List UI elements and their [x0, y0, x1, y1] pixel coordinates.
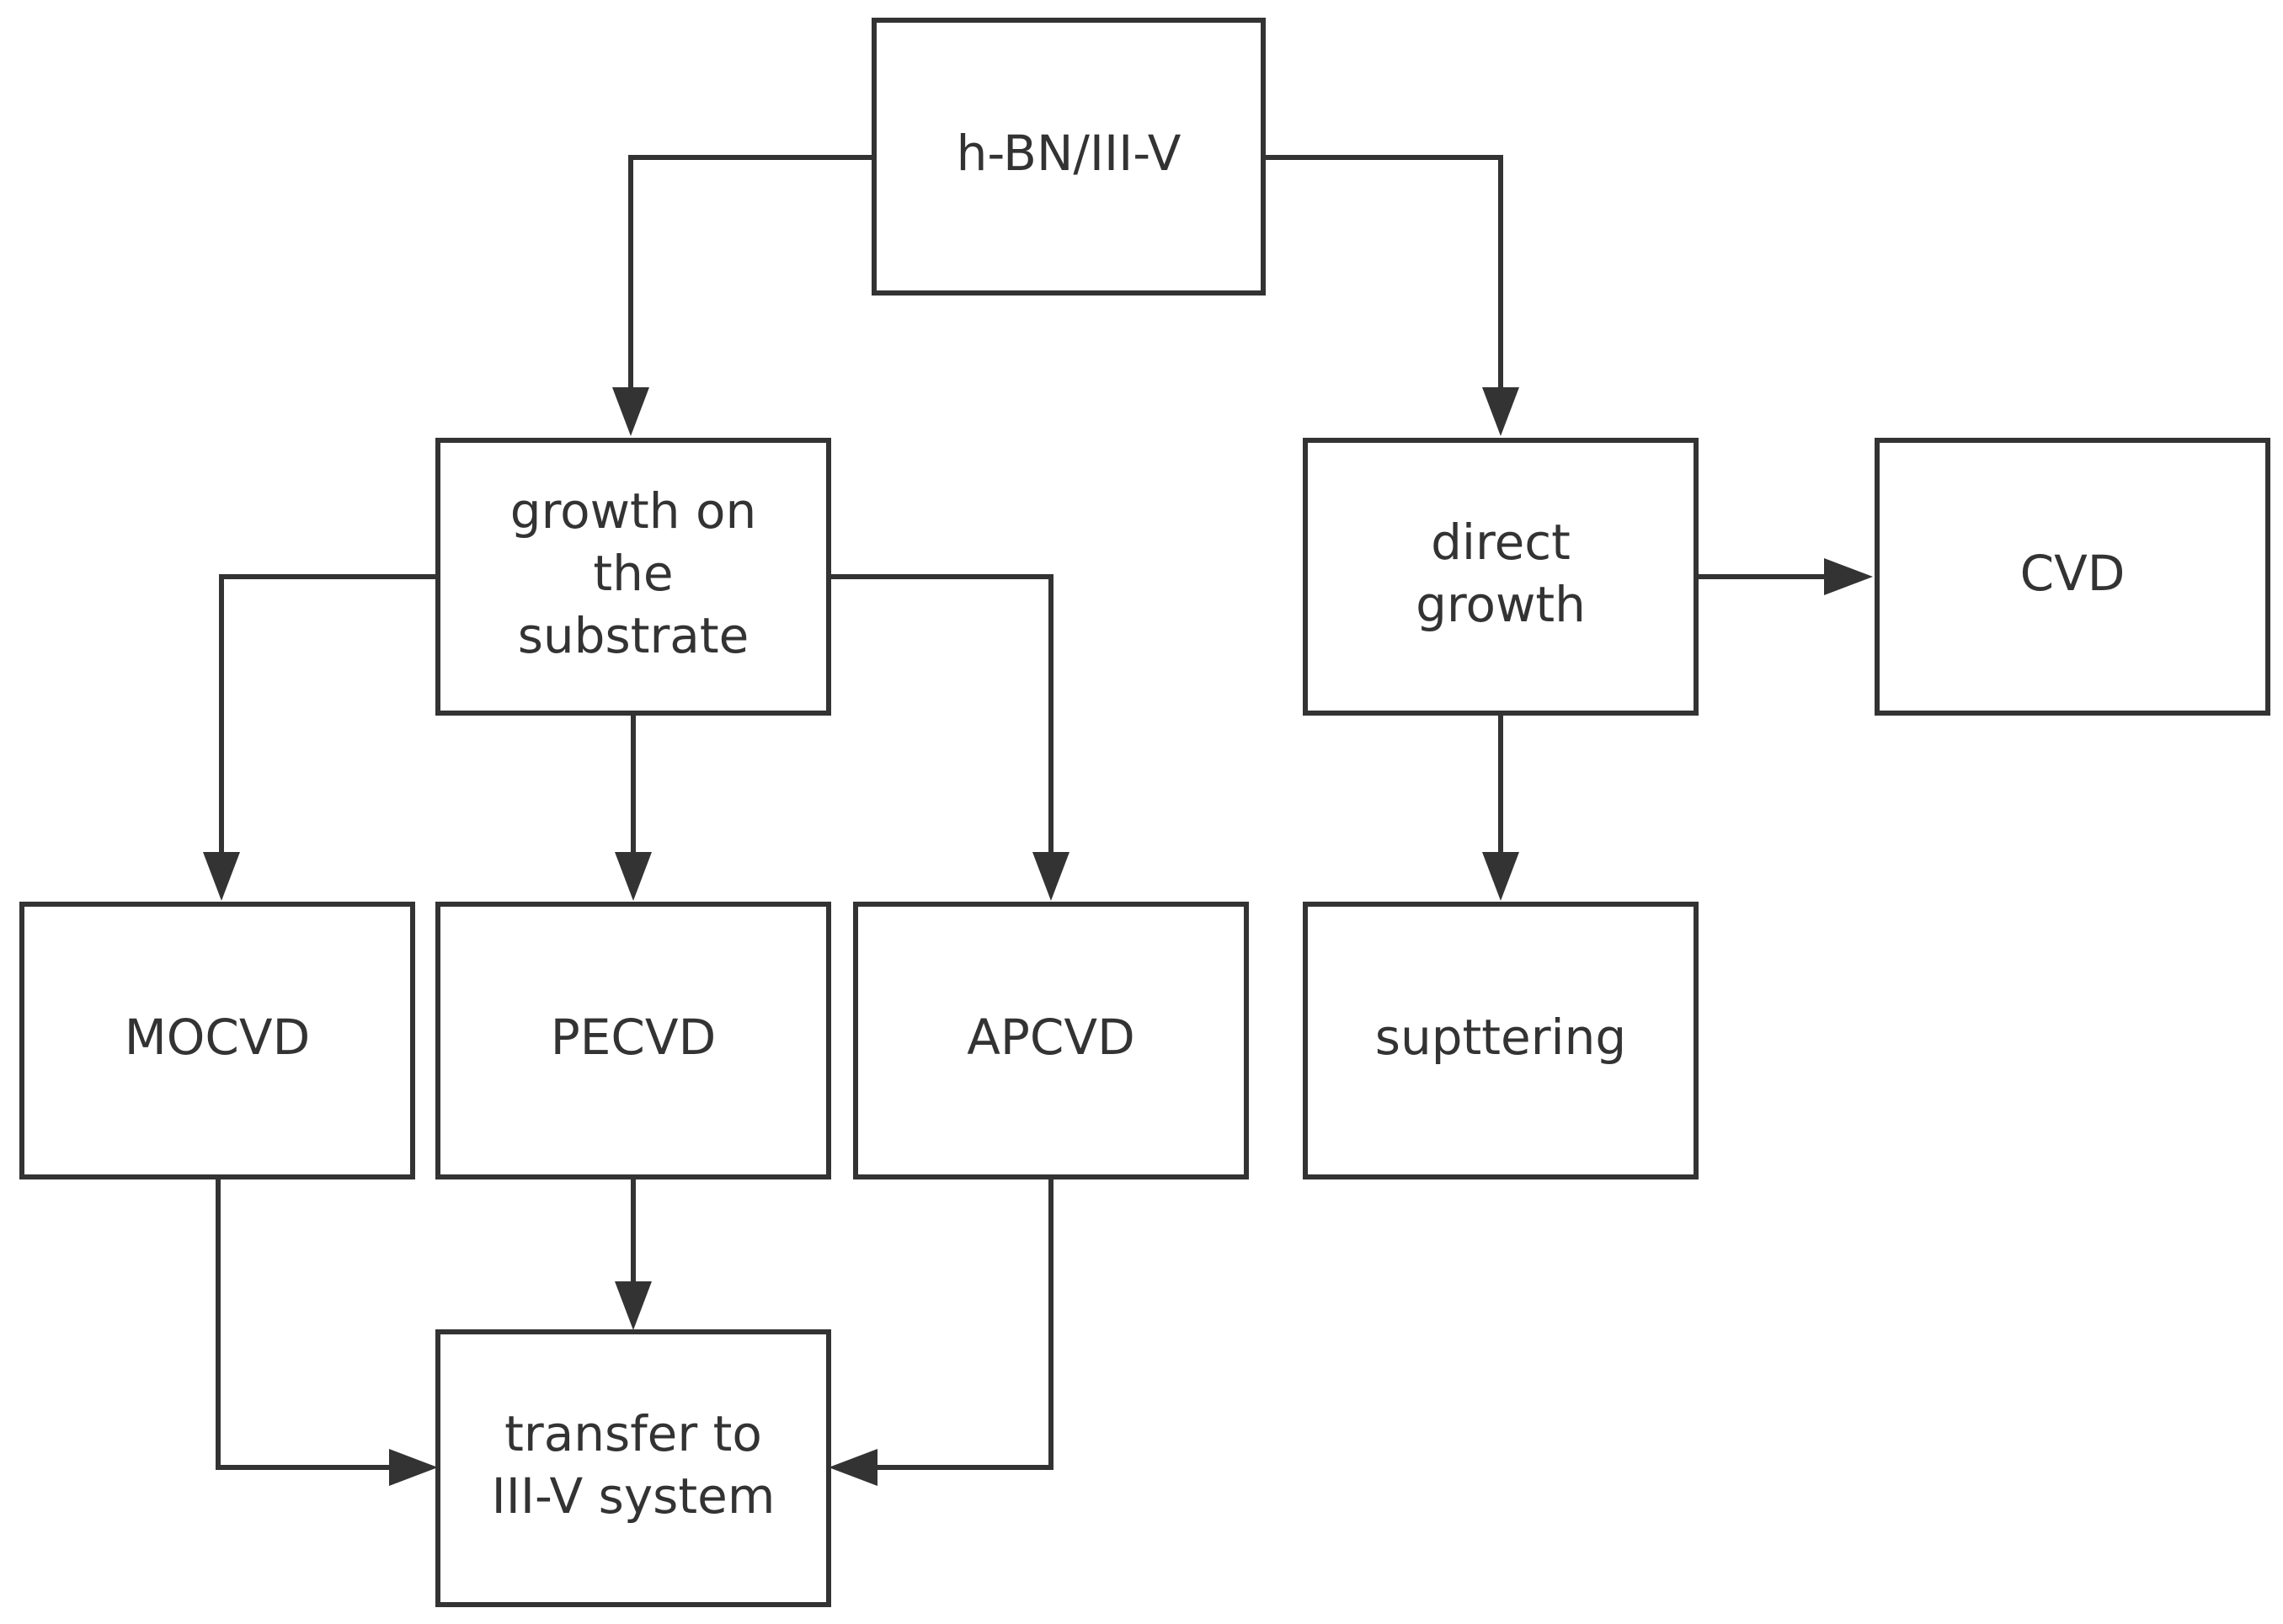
- label-line: direct: [1431, 514, 1571, 571]
- arrowhead-transfer-top: [615, 1281, 652, 1330]
- label-line: growth: [1416, 576, 1586, 633]
- node-cvd: CVD: [1875, 438, 2270, 716]
- arrowhead-cvd: [1824, 558, 1873, 595]
- node-root-label: h-BN/III-V: [957, 125, 1182, 182]
- label-line: substrate: [518, 607, 749, 664]
- edge-apcvd-to-transfer: [877, 1177, 1053, 1470]
- arrowhead-mocvd: [203, 852, 240, 901]
- arrowhead-growth-substrate: [612, 387, 649, 436]
- label-line: MOCVD: [125, 1009, 311, 1066]
- label-line: APCVD: [967, 1009, 1135, 1066]
- edge-growth-substrate-to-apcvd: [829, 574, 1053, 852]
- node-mocvd: MOCVD: [19, 902, 415, 1179]
- node-cvd-label: CVD: [2020, 545, 2126, 602]
- edge-mocvd-to-transfer: [216, 1177, 389, 1470]
- node-mocvd-label: MOCVD: [125, 1009, 311, 1066]
- edge-growth-substrate-to-mocvd: [219, 574, 438, 852]
- arrowhead-apcvd: [1032, 852, 1069, 901]
- label-line: transfer to: [504, 1405, 762, 1462]
- node-root: h-BN/III-V: [872, 18, 1266, 296]
- label-line: PECVD: [551, 1009, 716, 1066]
- arrowhead-pecvd: [615, 852, 652, 901]
- arrowhead-sputtering: [1482, 852, 1519, 901]
- edge-root-to-direct-growth: [1263, 155, 1503, 387]
- arrowhead-direct-growth: [1482, 387, 1519, 436]
- label-line: III-V system: [492, 1467, 776, 1525]
- edges: [203, 155, 1873, 1486]
- arrowhead-transfer-right: [829, 1449, 877, 1486]
- arrowhead-transfer-left: [389, 1449, 438, 1486]
- label-line: h-BN/III-V: [957, 125, 1182, 182]
- node-apcvd-label: APCVD: [967, 1009, 1135, 1066]
- label-line: the: [593, 545, 673, 602]
- label-line: CVD: [2020, 545, 2126, 602]
- node-sputtering: supttering: [1303, 902, 1699, 1179]
- edge-root-to-growth-substrate: [628, 155, 874, 387]
- node-pecvd: PECVD: [435, 902, 831, 1179]
- node-apcvd: APCVD: [853, 902, 1249, 1179]
- node-sputtering-label: supttering: [1375, 1009, 1627, 1066]
- node-pecvd-label: PECVD: [551, 1009, 716, 1066]
- label-line: supttering: [1375, 1009, 1627, 1066]
- label-line: growth on: [510, 482, 757, 540]
